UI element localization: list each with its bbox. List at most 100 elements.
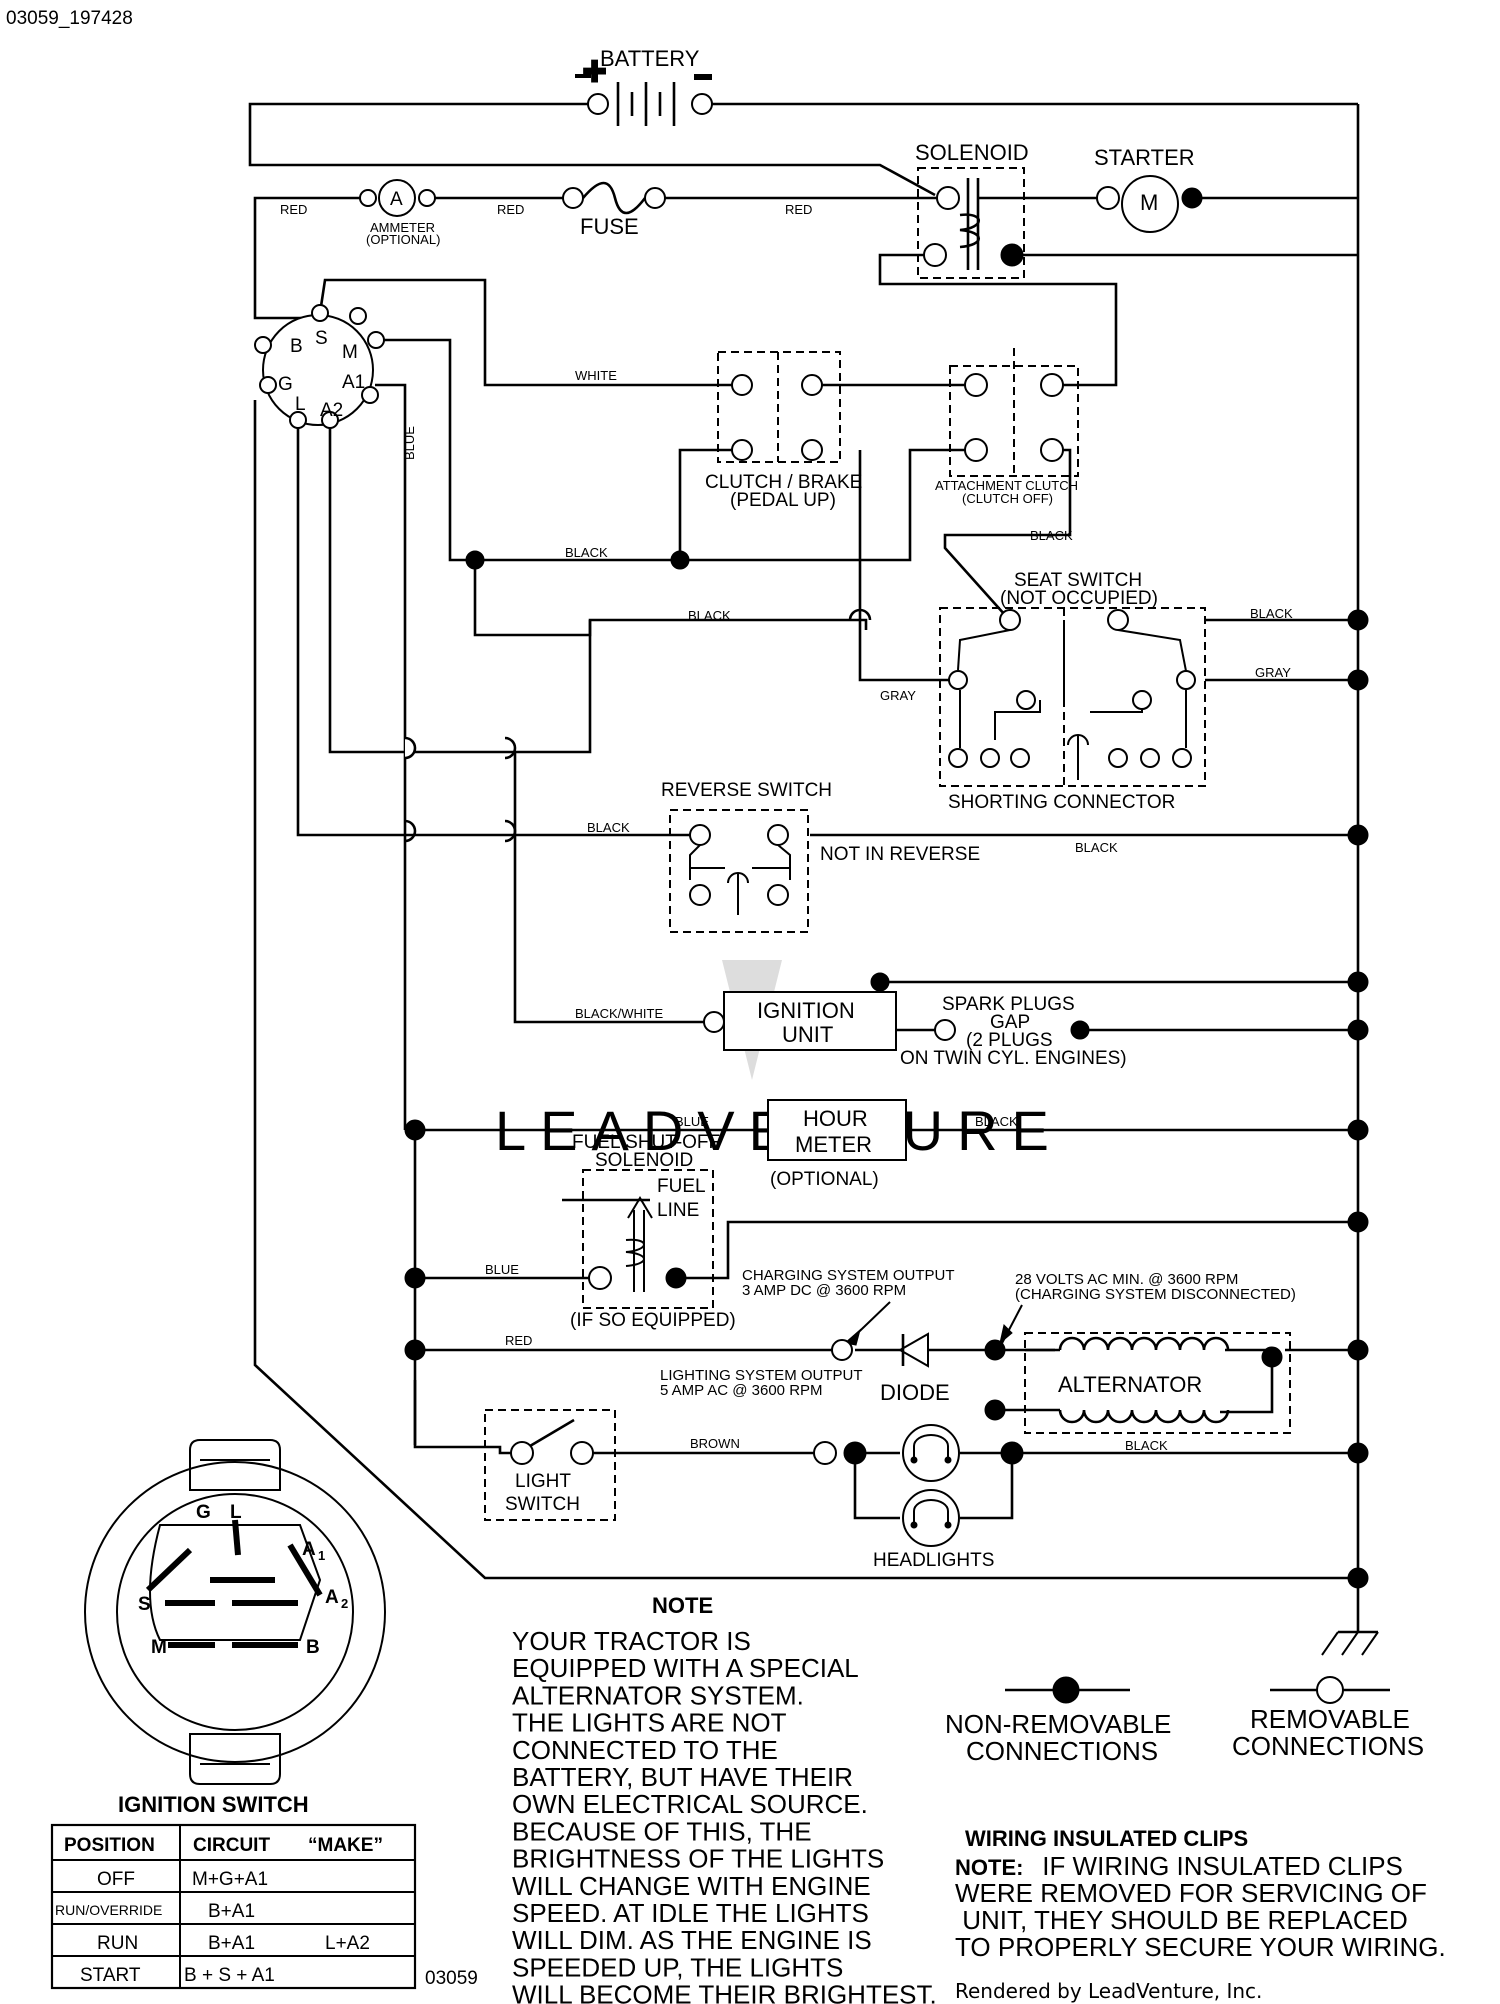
ignition-unit: IGNITION UNIT: [703, 972, 1090, 1051]
fuel-solenoid-label-1: FUEL SHUT-OFF: [572, 1132, 720, 1153]
terminal-b: B: [290, 336, 303, 357]
clips-note-label: NOTE:: [955, 1855, 1023, 1880]
note-line: THE LIGHTS ARE NOT: [512, 1708, 787, 1738]
table-row-position: RUN: [97, 1933, 138, 1954]
legend-non-removable-1: NON-REMOVABLE: [945, 1709, 1171, 1739]
fuel-solenoid-label-2: SOLENOID: [595, 1150, 693, 1171]
fuel-line-label-1: FUEL: [657, 1176, 706, 1197]
terminal-l: L: [295, 394, 306, 415]
wire-label-black-6: BLACK: [1075, 840, 1118, 855]
table-row-circuit: B+A1: [208, 1933, 255, 1954]
wire-label-black-4: BLACK: [1250, 606, 1293, 621]
terminal-m: M: [342, 342, 358, 363]
clips-line-3: UNIT, THEY SHOULD BE REPLACED: [955, 1905, 1408, 1935]
ammeter-letter: A: [390, 189, 403, 210]
fuse-label: FUSE: [580, 214, 639, 239]
reverse-switch: REVERSE SWITCH: [661, 780, 832, 933]
charging-label-2: 3 AMP DC @ 3600 RPM: [742, 1282, 906, 1299]
spark-plugs-label-1: SPARK PLUGS: [942, 994, 1075, 1015]
wire-label-gray-1: GRAY: [880, 688, 916, 703]
wires: [248, 102, 1379, 1656]
rendered-by: Rendered by LeadVenture, Inc.: [955, 1979, 1262, 2003]
legend-non-removable: NON-REMOVABLE CONNECTIONS: [945, 1676, 1171, 1766]
ignition-unit-label-1: IGNITION: [757, 998, 855, 1023]
note-line: YOUR TRACTOR IS: [512, 1626, 751, 1656]
table-header-position: POSITION: [64, 1835, 155, 1856]
diode: DIODE: [831, 1332, 950, 1405]
clutch-brake-switch: CLUTCH / BRAKE (PEDAL UP): [705, 351, 862, 511]
alternator: ALTERNATOR: [984, 1332, 1291, 1434]
ammeter: A AMMETER (OPTIONAL): [359, 179, 440, 247]
clips-line-4: TO PROPERLY SECURE YOUR WIRING.: [955, 1932, 1446, 1962]
volts-label-2: (CHARGING SYSTEM DISCONNECTED): [1015, 1286, 1296, 1303]
face-label-b: B: [306, 1637, 320, 1658]
starter: STARTER M: [1094, 145, 1203, 233]
doc-code: 03059_197428: [6, 8, 133, 29]
face-label-g: G: [196, 1502, 211, 1523]
wiring-clips-note: WIRING INSULATED CLIPS NOTE: IF WIRING I…: [955, 1826, 1446, 1962]
shorting-connector-label: SHORTING CONNECTOR: [948, 792, 1175, 813]
clutch-brake-label-1: CLUTCH / BRAKE: [705, 472, 862, 493]
wire-label-red-1: RED: [280, 202, 307, 217]
lighting-label-2: 5 AMP AC @ 3600 RPM: [660, 1382, 823, 1399]
wire-label-brown: BROWN: [690, 1436, 740, 1451]
clutch-brake-label-2: (PEDAL UP): [730, 490, 836, 511]
terminal-g: G: [278, 374, 293, 395]
face-label-a2-sub: 2: [341, 1596, 348, 1611]
face-label-m: M: [151, 1637, 167, 1658]
note-line: EQUIPPED WITH A SPECIAL: [512, 1653, 859, 1683]
face-label-a1: A: [302, 1539, 316, 1560]
wire-label-black-3: BLACK: [688, 608, 731, 623]
wire-label-black-white: BLACK/WHITE: [575, 1006, 663, 1021]
wire-label-blue-2: BLUE: [675, 1114, 709, 1129]
table-header-make: “MAKE”: [308, 1835, 383, 1856]
note-line: ALTERNATOR SYSTEM.: [512, 1680, 804, 1710]
table-row-circuit: M+G+A1: [192, 1869, 268, 1890]
starter-label: STARTER: [1094, 145, 1195, 170]
solenoid: SOLENOID: [915, 140, 1029, 279]
note-line: SPEEDED UP, THE LIGHTS: [512, 1952, 843, 1982]
battery-label: BATTERY: [600, 46, 700, 71]
table-header-circuit: CIRCUIT: [193, 1835, 270, 1856]
note-line: OWN ELECTRICAL SOURCE.: [512, 1789, 868, 1819]
fuel-shutoff-solenoid: FUEL SHUT-OFF SOLENOID FUEL LINE (IF SO …: [562, 1132, 736, 1331]
not-in-reverse-label: NOT IN REVERSE: [820, 844, 980, 865]
battery: BATTERY ✚: [575, 46, 713, 126]
attachment-clutch-label-1: ATTACHMENT CLUTCH: [935, 478, 1078, 493]
hour-meter-label-1: HOUR: [803, 1106, 868, 1131]
lighting-label-1: LIGHTING SYSTEM OUTPUT: [660, 1367, 863, 1384]
wire-label-red-2: RED: [497, 202, 524, 217]
fuel-line-label-2: LINE: [657, 1200, 699, 1221]
seat-switch-label-1: SEAT SWITCH: [1014, 570, 1142, 591]
table-row-position: RUN/OVERRIDE: [55, 1902, 162, 1918]
table-row-position: OFF: [97, 1869, 135, 1890]
headlights: HEADLIGHTS: [813, 1424, 1024, 1571]
light-switch: LIGHT SWITCH: [484, 1409, 616, 1521]
wire-label-blue-3: BLUE: [485, 1262, 519, 1277]
attachment-clutch-switch: ATTACHMENT CLUTCH (CLUTCH OFF): [935, 348, 1079, 506]
note-line: WILL DIM. AS THE ENGINE IS: [512, 1925, 872, 1955]
wire-label-black-7: BLACK: [975, 1114, 1018, 1129]
ignition-terminal-block: B S M G A1 L A2: [254, 304, 385, 429]
table-row-circuit: B+A1: [208, 1901, 255, 1922]
fuse: FUSE: [562, 181, 666, 239]
face-label-a2: A: [325, 1587, 339, 1608]
wire-label-black-8: BLACK: [1125, 1438, 1168, 1453]
legend-removable: REMOVABLE CONNECTIONS: [1232, 1676, 1424, 1761]
hour-meter: HOUR METER (OPTIONAL): [767, 1099, 907, 1190]
battery-plus-icon: ✚: [582, 56, 607, 89]
starter-letter: M: [1140, 190, 1158, 215]
face-label-s: S: [138, 1594, 151, 1615]
terminal-a1: A1: [342, 372, 365, 393]
diagram-code: 03059: [425, 1968, 478, 1989]
ignition-switch-title: IGNITION SWITCH: [118, 1792, 309, 1817]
legend-removable-1: REMOVABLE: [1250, 1704, 1410, 1734]
note-line: CONNECTED TO THE: [512, 1735, 778, 1765]
clips-line-1: IF WIRING INSULATED CLIPS: [1035, 1851, 1403, 1881]
ignition-switch-face: G L A 1 A 2 S M B: [84, 1439, 386, 1785]
charging-label-1: CHARGING SYSTEM OUTPUT: [742, 1267, 955, 1284]
terminal-a2: A2: [320, 400, 343, 421]
ignition-switch-table: POSITION CIRCUIT “MAKE” OFF M+G+A1 RUN/O…: [50, 1823, 417, 1990]
